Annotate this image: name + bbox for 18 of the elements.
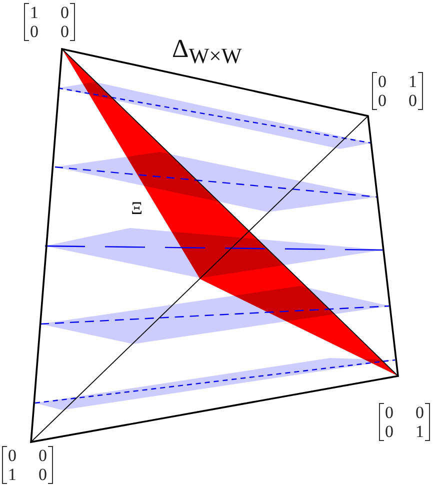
matrix-entry: 1 [30, 3, 38, 22]
matrix-entry: 0 [416, 403, 424, 422]
matrix-entry: 0 [378, 91, 386, 110]
math-label: Ξ [131, 198, 143, 219]
matrix-entry: 0 [385, 403, 394, 422]
matrix-entry: 0 [38, 446, 47, 465]
matrix-entry: 0 [30, 22, 38, 41]
matrix-entry: 1 [8, 465, 16, 484]
math-label: Δ$_{W×W}$ [172, 34, 242, 70]
matrix-entry: 0 [385, 422, 394, 441]
matrix-entry: 1 [408, 72, 417, 91]
matrix-entry: 0 [408, 91, 417, 110]
matrix-entry: 0 [8, 446, 16, 465]
matrix-entry: 0 [60, 3, 69, 22]
matrix-entry: 0 [38, 465, 47, 484]
matrix-entry: 0 [60, 22, 69, 41]
matrix-entry: 1 [416, 422, 424, 441]
matrix-entry: 0 [378, 72, 386, 91]
